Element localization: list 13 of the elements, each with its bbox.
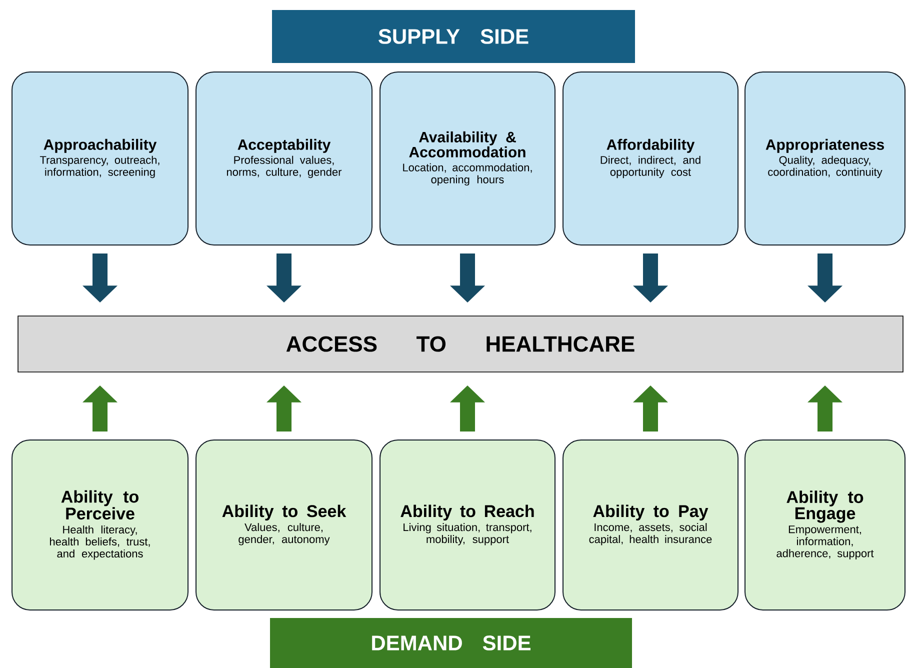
factor-box: Affordability Direct, indirect, and opportunity cost [562, 72, 738, 246]
ability-box: Ability to Perceive Health literacy, health beliefs, trust, and expectations [12, 440, 188, 610]
ability-box: Ability to Seek Values, culture, gender, autonomy [196, 440, 372, 610]
banner: DEMAND SIDE [270, 618, 632, 668]
banner: SUPPLY SIDE [272, 10, 635, 63]
ability-box: Ability to Engage Empowerment, information, adherence, support [744, 440, 906, 610]
ability-box: Ability to Pay Income, assets, social capital, health insurance [562, 440, 738, 610]
ability-box: Ability to Reach Living situation, transport, mobility, support [380, 440, 556, 610]
access-box: ACCESS TO HEALTHCARE [18, 316, 904, 372]
factor-box: Approachability Transparency, outreach, information, screening [12, 72, 188, 246]
factor-box: Appropriateness Quality, adequacy, coordination, continuity [744, 72, 906, 246]
factor-box: Availability & Accommodation Location, accommodation, opening hours [380, 72, 556, 246]
factor-box: Acceptability Professional values, norms, culture, gender [196, 72, 372, 246]
